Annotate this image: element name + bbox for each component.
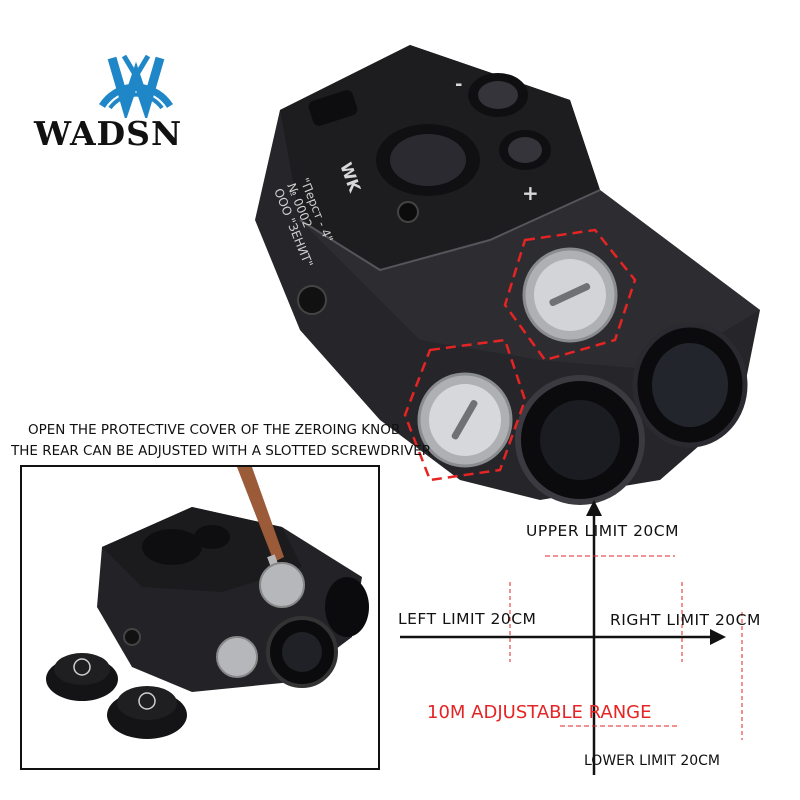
wadsn-emblem-icon [99,54,173,118]
lower-limit-label: LOWER LIMIT 20CM [584,753,720,769]
brand-name: WADSN [34,114,183,153]
protective-cap-1 [46,653,118,701]
laser-device-top-view: WK - + "Перст - 4" № 0002 ООО "ЗЕНИТ" [255,45,760,505]
brand-logo: WADSN [28,28,243,168]
plus-marking: + [522,181,539,205]
adjustment-axes [400,500,743,775]
inset-device-photo [46,467,369,739]
adjustable-range-label: 10M ADJUSTABLE RANGE [427,702,652,723]
protective-cap-2 [107,686,187,739]
inset-photo-frame [20,465,380,770]
minus-marking: - [455,74,462,95]
right-limit-label: RIGHT LIMIT 20CM [610,611,761,629]
caption-line-2: THE REAR CAN BE ADJUSTED WITH A SLOTTED … [11,443,432,459]
left-limit-label: LEFT LIMIT 20CM [398,610,537,628]
upper-limit-label: UPPER LIMIT 20CM [526,522,679,540]
caption-line-1: OPEN THE PROTECTIVE COVER OF THE ZEROING… [28,422,401,438]
